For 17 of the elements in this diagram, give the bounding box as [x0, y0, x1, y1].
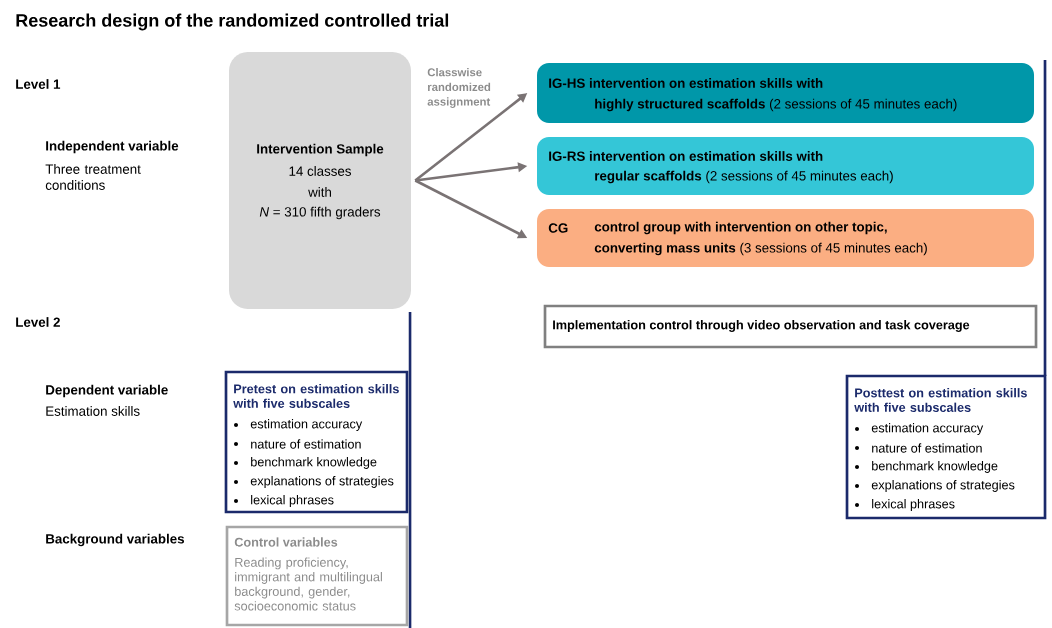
posttest-box: Posttest on estimation skills with five subscales estimation accuracy nature of estimation benchmark knowledge explanations of strategies lexical phrases — [845, 374, 1047, 520]
sample-box: Intervention Sample 14 classes with N = 310 fifth graders — [229, 52, 411, 309]
condition-box: IG-RS intervention on estimation skills with regular scaffolds (2 sessions of 45 minutes each) — [537, 137, 1034, 195]
condition-box: IG-HS intervention on estimation skills with highly structured scaffolds (2 sessions of 45 minutes each) — [537, 63, 1034, 123]
variable-label: Independent variable — [46, 140, 179, 154]
variable-description: Three treatment conditions — [45, 164, 141, 190]
title: Research design of the randomized controlled trial — [16, 13, 449, 31]
variable-label: Background variables — [46, 533, 185, 547]
condition-box: CG control group with intervention on other topic, converting mass units (3 sessions of 45 minutes each) — [537, 209, 1034, 267]
level-label: Level 2 — [16, 317, 60, 327]
control-variables-box: Control variables Reading proficiency, immigrant and multilingual background, gender, socioeconomic status — [225, 525, 409, 627]
level-label: Level 1 — [16, 79, 61, 89]
implementation-box: Implementation control through video observation and task coverage — [543, 304, 1038, 349]
pretest-box: Pretest on estimation skills with five subscales estimation accuracy nature of estimation benchmark knowledge explanations of strategies lexical phrases — [224, 370, 409, 514]
assignment-label: Classwise randomized assignment — [427, 68, 491, 108]
variable-label: Dependent variable — [46, 384, 168, 398]
variable-description: Estimation skills — [46, 406, 140, 416]
